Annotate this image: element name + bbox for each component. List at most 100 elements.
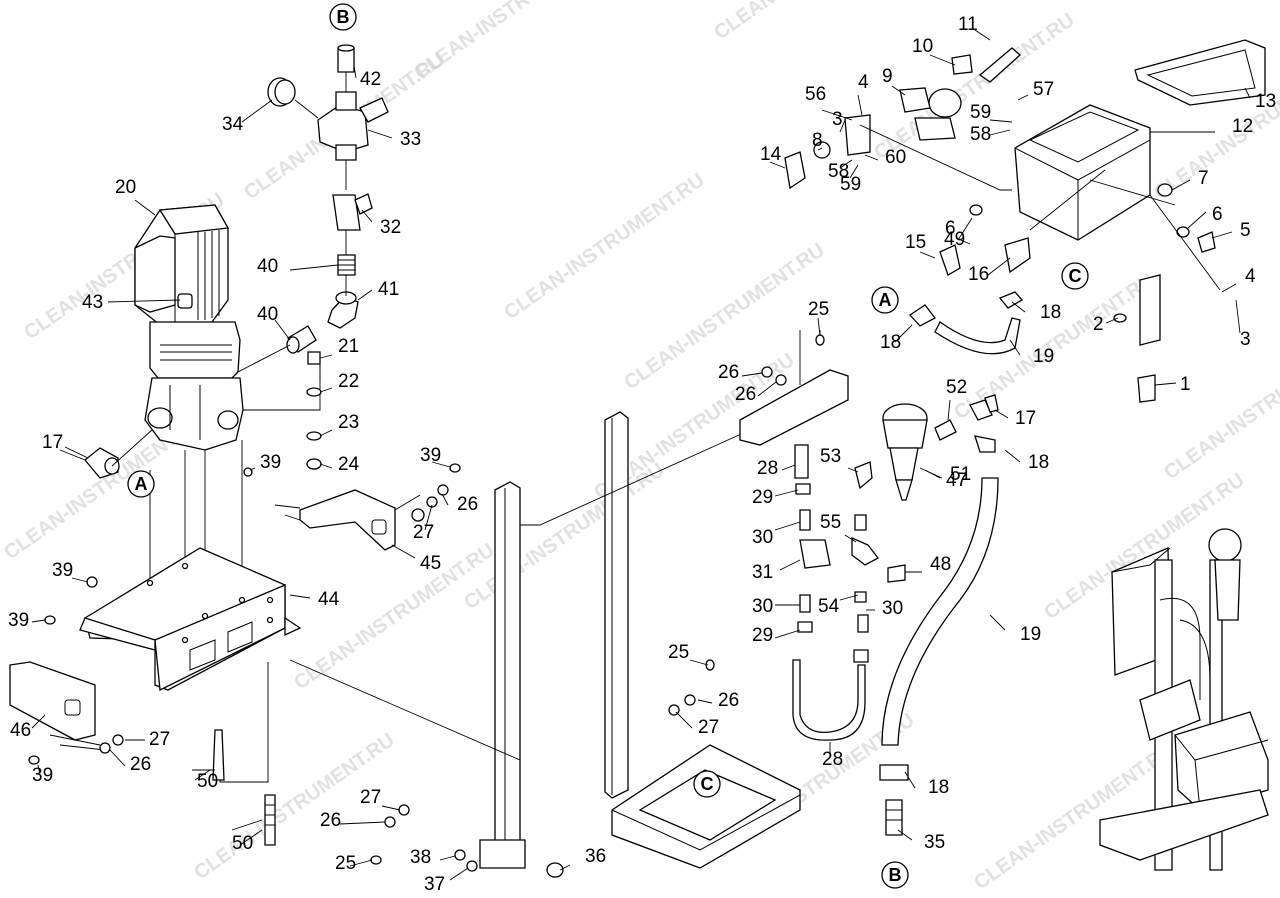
- callout-26: 26: [457, 494, 478, 515]
- callout-31: 31: [752, 562, 773, 583]
- callout-leader: [194, 769, 211, 781]
- callout-49: 49: [944, 229, 965, 250]
- callout-leader: [357, 289, 373, 301]
- callout-50: 50: [197, 771, 218, 792]
- callout-leader: [361, 209, 373, 223]
- callout-8: 8: [812, 130, 823, 151]
- callout-39: 39: [52, 560, 73, 581]
- callout-15: 15: [905, 232, 926, 253]
- callout-leader: [274, 319, 291, 341]
- callout-38: 38: [410, 847, 431, 868]
- callout-53: 53: [820, 446, 841, 467]
- callout-leader: [1154, 382, 1177, 386]
- callout-39: 39: [260, 452, 281, 473]
- callout-leader: [974, 29, 991, 41]
- callout-leader: [757, 381, 777, 397]
- callout-leader: [769, 161, 786, 169]
- callout-leader: [107, 299, 181, 303]
- callout-leader: [339, 821, 386, 825]
- callout-leader: [897, 829, 913, 841]
- callout-30: 30: [882, 598, 903, 619]
- ref-a-right: A: [871, 286, 899, 314]
- callout-leader: [353, 65, 357, 79]
- callout-36: 36: [585, 846, 606, 867]
- hardware: [28, 334, 825, 878]
- callout-5: 5: [1240, 220, 1251, 241]
- pump-motor: [134, 204, 244, 451]
- callout-40: 40: [257, 256, 278, 277]
- callout-leader: [449, 867, 469, 881]
- callout-leader: [319, 463, 333, 469]
- tank-assembly: [784, 39, 1266, 403]
- frame-rails: [289, 411, 751, 869]
- callout-28: 28: [757, 458, 778, 479]
- callout-4: 4: [1245, 266, 1256, 287]
- callout-26: 26: [130, 754, 151, 775]
- callout-leader: [781, 464, 796, 471]
- callout-56: 56: [805, 84, 826, 105]
- callout-25: 25: [808, 299, 829, 320]
- callout-4: 4: [858, 72, 869, 93]
- callout-30: 30: [752, 527, 773, 548]
- callout-7: 7: [1198, 168, 1209, 189]
- callout-leader: [957, 217, 973, 241]
- callout-leader: [37, 764, 41, 776]
- callout-9: 9: [882, 66, 893, 87]
- callout-leader: [241, 99, 273, 123]
- callout-leader: [779, 559, 801, 571]
- callout-18: 18: [928, 777, 949, 798]
- callout-leader: [839, 594, 859, 601]
- callout-19: 19: [1033, 346, 1054, 367]
- callout-leader: [367, 129, 393, 139]
- callout-leader: [947, 399, 951, 421]
- callout-48: 48: [930, 554, 951, 575]
- callout-leader: [774, 629, 801, 639]
- callout-3: 3: [832, 109, 843, 130]
- callout-10: 10: [912, 36, 933, 57]
- callout-leader: [821, 109, 853, 121]
- callout-29: 29: [752, 625, 773, 646]
- svg-text:B: B: [337, 7, 350, 27]
- callout-leader: [989, 129, 1011, 136]
- callout-45: 45: [420, 553, 441, 574]
- callout-13: 13: [1255, 91, 1276, 112]
- callout-59: 59: [840, 174, 861, 195]
- callout-leader: [134, 199, 156, 216]
- callout-6: 6: [945, 218, 956, 239]
- callout-leader: [774, 521, 801, 531]
- callout-24: 24: [338, 454, 360, 475]
- callout-leader: [857, 94, 863, 116]
- callout-leader: [439, 855, 456, 861]
- callout-leader: [849, 164, 859, 179]
- callout-leader: [249, 467, 256, 471]
- callout-leader: [1187, 211, 1207, 229]
- watermark-text: CLEAN-INSTRUMENT.RU: [500, 169, 708, 324]
- callout-leader: [559, 864, 571, 871]
- callout-23: 23: [338, 412, 359, 433]
- callout-54: 54: [818, 596, 840, 617]
- callout-39: 39: [8, 610, 29, 631]
- svg-text:B: B: [889, 865, 902, 885]
- callout-26: 26: [718, 690, 739, 711]
- callout-leader: [31, 619, 46, 623]
- callout-1: 1: [1180, 374, 1191, 395]
- callout-leader: [989, 119, 1013, 123]
- callout-leader: [239, 829, 263, 846]
- callout-leader: [1004, 449, 1021, 463]
- callout-26: 26: [735, 384, 756, 405]
- callout-leader: [689, 659, 709, 666]
- base-frame: [79, 547, 302, 783]
- callout-46: 46: [10, 720, 31, 741]
- callout-leader: [319, 429, 333, 437]
- callout-leader: [109, 749, 126, 767]
- callout-leader: [431, 461, 451, 468]
- callout-leader: [1009, 339, 1021, 356]
- callout-50: 50: [232, 833, 253, 854]
- callout-leader: [844, 534, 857, 543]
- callout-17: 17: [1015, 408, 1036, 429]
- pump-fittings: [64, 44, 389, 615]
- callout-51: 51: [950, 464, 971, 485]
- callout-59: 59: [970, 102, 991, 123]
- callout-leader: [987, 257, 1011, 276]
